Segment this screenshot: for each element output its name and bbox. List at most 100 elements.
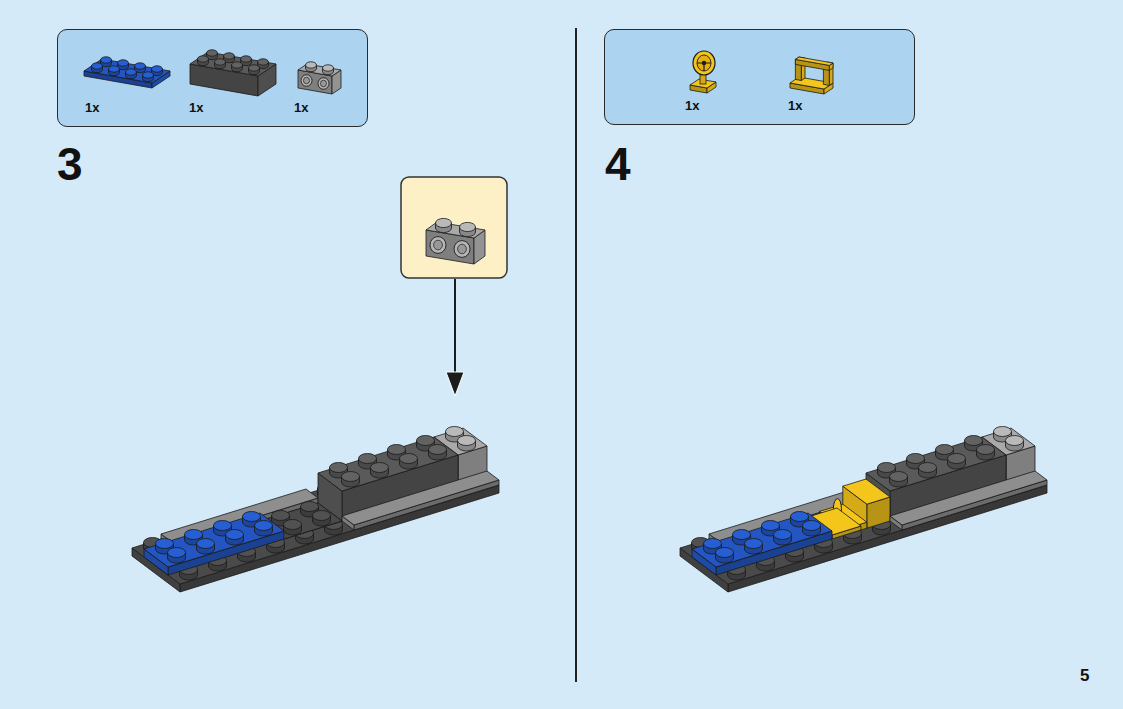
part-icon <box>303 77 309 84</box>
part-icon <box>795 57 833 65</box>
model-assembly <box>371 463 389 473</box>
model-assembly <box>214 521 232 531</box>
model-assembly <box>429 445 447 455</box>
model-assembly <box>446 427 464 437</box>
model-assembly <box>417 436 435 446</box>
model-assembly <box>716 548 734 558</box>
model-assembly <box>272 511 290 521</box>
model-assembly <box>458 436 476 446</box>
part-icon <box>298 64 341 76</box>
model-assembly <box>168 548 186 558</box>
model-assembly <box>745 539 763 549</box>
parts-list-panel: 1x1x <box>604 29 915 125</box>
model-assembly <box>301 501 319 511</box>
part-icon <box>92 63 103 69</box>
model-assembly <box>197 539 215 549</box>
model-assembly <box>878 463 896 473</box>
step-divider <box>575 28 577 682</box>
model-assembly <box>301 502 319 512</box>
part-icon <box>693 51 715 75</box>
model-assembly <box>936 445 954 455</box>
model-assembly <box>762 521 780 531</box>
page-number: 5 <box>1080 667 1089 684</box>
part-quantity: 1x <box>788 98 802 114</box>
part-icon <box>84 50 341 96</box>
callout-box <box>460 222 476 231</box>
part-quantity: 1x <box>294 100 308 116</box>
part-icon <box>198 56 209 62</box>
model-assembly <box>716 531 832 575</box>
part-icon <box>118 60 129 66</box>
model-assembly <box>919 463 937 473</box>
model-assembly <box>902 480 1047 530</box>
model-assembly <box>803 521 821 531</box>
model-assembly <box>977 445 995 455</box>
part-icon <box>143 72 154 78</box>
part-icon <box>690 51 833 94</box>
parts-panel-ground <box>57 29 368 127</box>
part-icon <box>207 50 218 56</box>
part-icon <box>301 75 312 87</box>
part-icon <box>318 78 329 90</box>
callout-box <box>458 244 467 254</box>
part-icon <box>320 80 326 87</box>
model-assembly <box>342 472 360 482</box>
model-assembly <box>774 530 792 540</box>
model-assembly <box>890 472 908 482</box>
model-assembly <box>866 437 1006 491</box>
model-assembly <box>965 436 983 446</box>
model-assembly <box>692 513 832 567</box>
callout-box <box>430 237 446 254</box>
part-icon <box>697 55 711 71</box>
model-assembly <box>388 445 406 455</box>
part-quantity: 1x <box>85 100 99 116</box>
model-assembly <box>342 471 499 525</box>
model-assembly <box>728 485 1047 592</box>
part-icon <box>232 62 243 68</box>
model-assembly <box>733 530 751 540</box>
model-assembly <box>243 512 261 522</box>
model-assembly <box>185 530 203 540</box>
part-icon <box>135 63 146 69</box>
model-assembly <box>132 427 499 593</box>
model-assembly <box>132 449 499 584</box>
part-icon <box>224 53 235 59</box>
placement-arrow <box>446 279 464 396</box>
model-assembly <box>313 511 331 521</box>
step-number: 4 <box>605 141 631 187</box>
model-assembly <box>272 510 290 520</box>
callout-box <box>401 177 507 278</box>
part-icon <box>101 57 112 63</box>
callout-box <box>436 218 452 227</box>
model-assembly <box>400 454 418 464</box>
parts-panel-ground <box>604 29 915 125</box>
part-icon <box>190 52 276 76</box>
part-icon <box>829 63 833 85</box>
placement-arrow <box>446 372 464 396</box>
model-assembly <box>330 463 348 473</box>
model-assembly <box>948 454 966 464</box>
model-assembly <box>156 539 174 549</box>
part-icon <box>84 59 170 83</box>
step-number: 3 <box>57 141 83 187</box>
parts-list-panel: 1x1x1x <box>57 29 368 127</box>
callout-box <box>454 241 470 258</box>
part-icon <box>306 62 317 68</box>
model-assembly <box>255 521 273 531</box>
model-assembly <box>313 510 331 520</box>
model-assembly <box>680 449 1047 584</box>
part-icon <box>702 61 706 65</box>
model-assembly <box>1006 436 1024 446</box>
part-icon <box>109 66 120 72</box>
model-assembly <box>318 437 458 491</box>
part-icon <box>241 56 252 62</box>
model-assembly <box>359 454 377 464</box>
callout-box <box>434 240 443 250</box>
model-assembly <box>704 539 722 549</box>
model-assembly <box>354 480 499 530</box>
model-assembly <box>284 520 302 530</box>
